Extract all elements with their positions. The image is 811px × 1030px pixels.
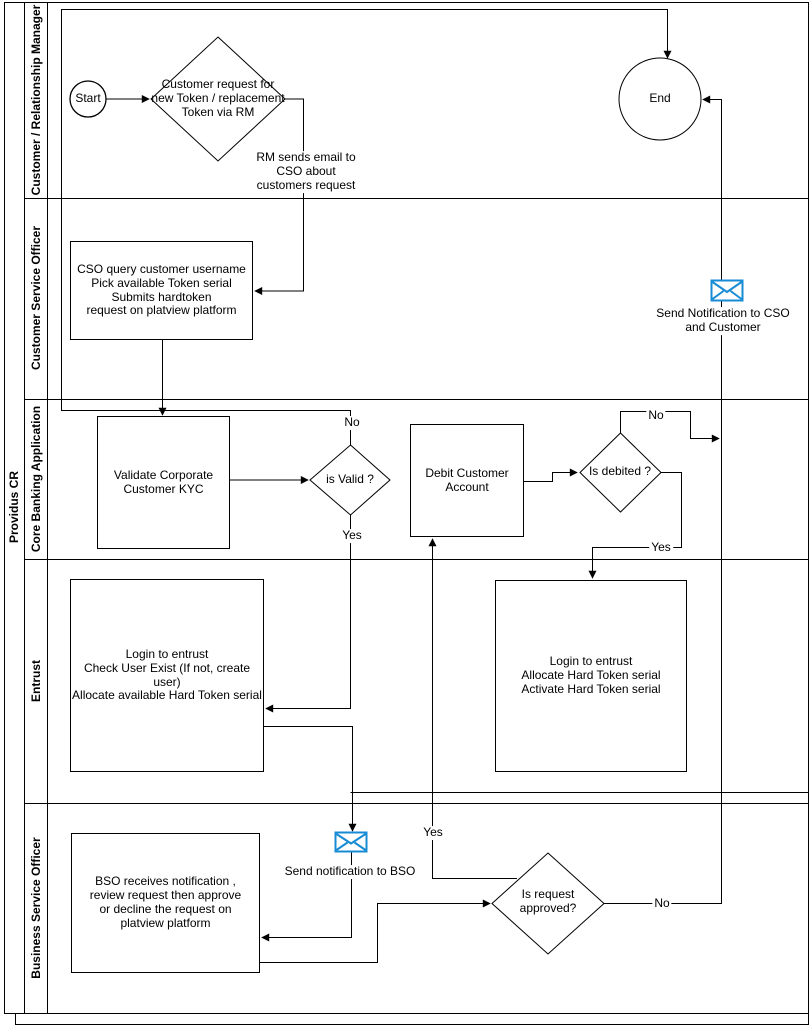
flow-isdebited-yes-to-activate [588,472,682,579]
task-bso-review-label: BSO receives notification , review reque… [89,874,242,930]
request-decision-label: Customer request for new Token / replace… [151,77,285,119]
pool-skeleton [4,2,809,1025]
flow-isvalid-yes-to-entrust [265,515,351,713]
lane-label-bso: Business Service Officer [29,837,43,979]
notify-bso-envelope-icon [334,831,368,853]
task-entrust-activate: Login to entrust Allocate Hard Token ser… [495,580,687,772]
flow-isdebited-no-join [620,411,720,443]
isdebited-gateway-diamond [579,432,662,513]
flow-entrust-to-notify-bso [264,726,357,832]
isvalid-gateway-diamond [309,444,391,516]
isvalid-gateway-label: is Valid ? [326,472,374,487]
lane-label-cso: Customer Service Officer [29,225,43,371]
envelope-flap [335,833,367,851]
flow-debit-to-isdebited [524,468,578,482]
isdebited-gateway-label: Is debited ? [588,464,652,479]
flow-notify-bso-to-bso-task [261,852,352,942]
message-label-notify-cso: Send Notification to CSO and Customer [654,306,792,335]
edge-label-valid-no: No [342,415,362,430]
edge-label-approved-yes: Yes [421,825,445,840]
task-debit-account: Debit Customer Account [410,424,524,537]
task-validate-kyc-label: Validate Corporate Customer KYC [113,467,214,496]
end-event-label: End [649,91,671,106]
flow-request-to-cso-task [254,98,304,295]
bottom-strip [15,1013,809,1025]
edge-label-valid-yes: Yes [340,528,364,543]
message-label-notify-bso: Send notification to BSO [282,864,418,879]
shapes [69,36,702,955]
edge-label-rm-email: RM sends email to CSO about customers re… [254,150,358,193]
task-debit-account-label: Debit Customer Account [425,465,509,494]
lane-label-entrust: Entrust [29,660,43,702]
approved-gateway-diamond [491,852,605,955]
edge-label-debited-no: No [646,408,666,423]
notify-cso-envelope-icon [710,279,744,302]
edge-label-approved-no: No [652,896,672,911]
envelope-flap [711,281,743,300]
task-entrust-allocate-label: Login to entrust Check User Exist (If no… [72,646,262,703]
lane-label-core-banking: Core Banking Application [29,405,43,553]
flow-approved-yes-to-debit [428,538,517,879]
flow-isvalid-no-to-end [61,9,672,445]
task-validate-kyc: Validate Corporate Customer KYC [97,416,230,549]
task-cso-query-label: CSO query customer username Pick availab… [77,261,246,318]
pool-label-providus-cr: Providus CR [7,470,21,544]
lane-label-customer-rm: Customer / Relationship Manager [29,4,43,196]
task-entrust-allocate: Login to entrust Check User Exist (If no… [70,579,264,772]
task-bso-review: BSO receives notification , review reque… [71,833,260,973]
flow-bso-task-to-approved [260,899,491,963]
start-event-circle [69,80,107,118]
request-decision-diamond [150,36,286,162]
approved-gateway-label: Is request approved? [519,887,577,915]
task-cso-query: CSO query customer username Pick availab… [70,241,253,340]
task-entrust-activate-label: Login to entrust Allocate Hard Token ser… [521,654,661,696]
edge-label-debited-yes: Yes [649,540,673,555]
end-event-circle [618,57,702,141]
start-event-label: Start [75,91,101,106]
